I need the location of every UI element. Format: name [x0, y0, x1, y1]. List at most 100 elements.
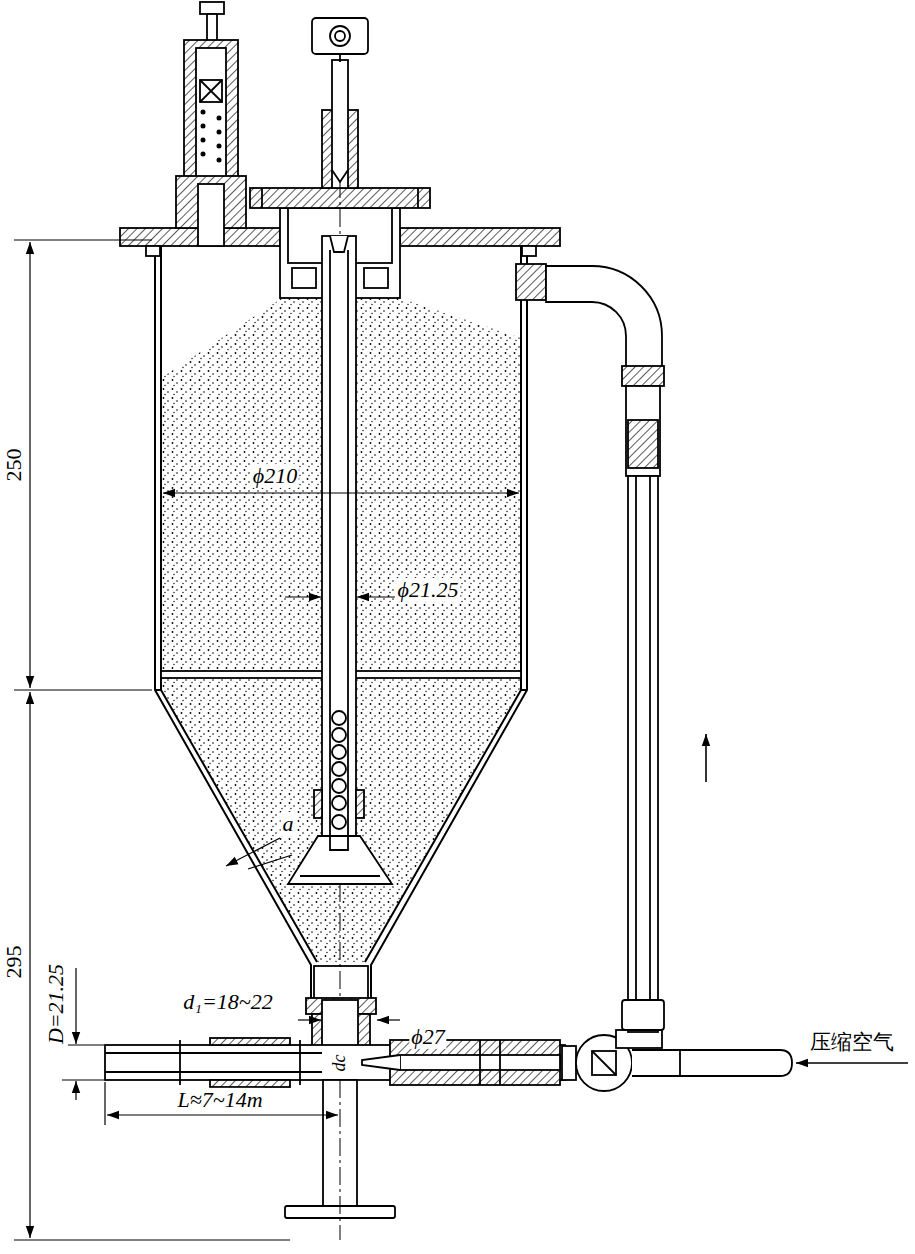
outlet-coupling: [306, 966, 376, 1046]
flow-arrow: [705, 734, 707, 782]
central-tube: [332, 745, 346, 759]
dimension-label: dc: [330, 1053, 350, 1074]
dimension-line: [298, 1019, 321, 1020]
dimension-line: [377, 1019, 400, 1020]
safety-valve: [200, 2, 224, 14]
central-tube: [314, 790, 322, 818]
central-tube: [332, 711, 346, 725]
central-tube: [288, 236, 392, 884]
dimension-label: 250: [2, 447, 26, 484]
air-return-pipe: [628, 420, 658, 468]
central-tube: [288, 836, 392, 884]
central-tube: [332, 815, 346, 829]
feed-cap: [292, 268, 316, 288]
dimension-label: L≈7~14m: [175, 1088, 264, 1112]
air-return-pipe: [635, 476, 637, 1030]
central-tube: [356, 790, 364, 818]
air-return-pipe: [622, 1000, 664, 1030]
pressure-gauge: [330, 26, 350, 46]
three-way-valve: [562, 1046, 576, 1080]
safety-valve: [201, 138, 206, 143]
pressure-gauge: [335, 31, 345, 41]
dimension-label: D=21.25: [44, 962, 68, 1046]
air-return-pipe: [546, 266, 662, 368]
safety-valve: [201, 152, 206, 157]
vessel-shell: [155, 689, 161, 691]
pressure-gauge: [332, 60, 348, 188]
dimension-line: [285, 596, 321, 597]
central-tube: [330, 236, 348, 252]
air-return-pipe: [516, 264, 664, 1032]
safety-valve: [217, 144, 222, 149]
top-flange: [400, 228, 560, 246]
dimension-label: ϕ210: [251, 464, 299, 488]
safety-valve: [198, 184, 224, 246]
mixing-pipe: [179, 1040, 181, 1085]
center-line: [340, 1080, 341, 1240]
pressure-gauge: [312, 18, 368, 188]
vessel-shell: [365, 246, 521, 962]
dimension-line: [357, 596, 395, 597]
three-way-valve: [562, 1030, 792, 1091]
center-line: [340, 180, 341, 1240]
mixing-pipe: [210, 1038, 290, 1045]
central-tube: [332, 711, 346, 829]
three-way-valve: [592, 1051, 616, 1075]
safety-valve: [200, 80, 222, 102]
vessel-shell: [155, 246, 311, 1000]
top-flange: [146, 246, 160, 256]
flow-arrow: [796, 1062, 908, 1064]
outlet-coupling: [322, 1000, 358, 1046]
mixing-pipe: [499, 1040, 501, 1085]
central-tube: [300, 875, 380, 877]
three-way-valve: [592, 1051, 616, 1075]
pressure-gauge: [312, 18, 368, 54]
dimension-line: [29, 692, 30, 1238]
central-tube: [332, 762, 346, 776]
central-tube: [332, 779, 346, 793]
vessel-shell: [521, 689, 527, 691]
air-return-pipe: [626, 386, 660, 476]
center-line: [340, 180, 341, 236]
safety-valve: [200, 80, 222, 102]
three-way-valve: [679, 1050, 681, 1076]
dimension-line: [14, 240, 519, 1240]
safety-valve: [201, 124, 206, 129]
dimension-line: [29, 242, 30, 688]
vessel-shell: [371, 246, 527, 1000]
central-tube: [330, 836, 348, 850]
dimension-line: [104, 1082, 105, 1125]
dimension-label: 295: [2, 944, 26, 981]
central-tube: [332, 796, 346, 810]
safety-valve: [217, 130, 222, 135]
central-tube: [329, 250, 331, 836]
flow-arrow: [706, 734, 908, 1063]
dimension-label: a: [281, 812, 296, 836]
dimension-line: [248, 855, 292, 869]
dimension-line: [107, 1114, 338, 1115]
mixing-pipe: [105, 1071, 322, 1073]
air-return-pipe: [628, 476, 658, 1032]
mixing-pipe: [105, 1052, 322, 1054]
central-tube: [322, 236, 356, 836]
dimension-line: [14, 239, 152, 240]
dimension-line: [14, 689, 152, 690]
top-flange: [522, 246, 536, 256]
dimension-label: ϕ27: [409, 1025, 446, 1049]
feed-cap: [417, 188, 419, 208]
pressure-gauge: [339, 54, 341, 62]
safety-valve: [201, 110, 206, 115]
safety-valve: [217, 116, 222, 121]
central-tube: [332, 728, 346, 742]
center-line: [340, 884, 341, 1000]
mixing-pipe: [479, 1040, 481, 1085]
mixing-pipe: [362, 1055, 400, 1070]
safety-valve: [176, 2, 246, 246]
dimension-label: ϕ21.25: [396, 578, 461, 602]
mixing-pipe: [299, 1040, 301, 1085]
air-return-pipe: [516, 264, 546, 300]
safety-valve: [201, 110, 222, 163]
